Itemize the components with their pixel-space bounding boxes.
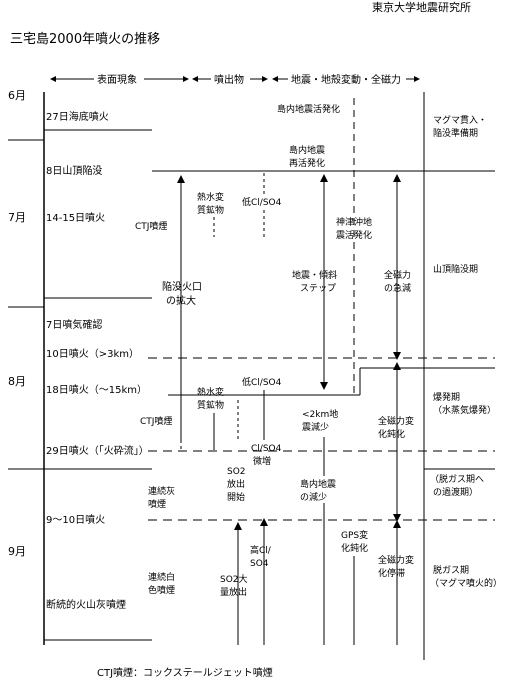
geo-gps-l1: GPS変 [341,529,368,541]
svg-text:噴出物: 噴出物 [214,73,244,86]
note-ash-l2: 噴煙 [148,498,166,510]
stage-1-l1: マグマ貫入・ [433,114,487,126]
geo-step-l1: 地震・傾斜 [292,269,337,281]
stage-2: 山頂陥没期 [433,263,478,275]
geo-mag-drop-l1: 全磁力 [384,269,411,281]
ejecta-hydro1-l2: 質鉱物 [197,204,224,216]
geo-gps-l2: 化鈍化 [341,542,368,554]
note-crater-l1: 陥没火口 [162,280,202,293]
ejecta-hydro2-l1: 熱水変 [197,386,224,398]
ejecta-so2big-l2: 量放出 [220,586,247,598]
event-aug18-eruption: 18日噴火（～15km） [46,384,147,396]
event-intermittent-ash: 断続的火山灰噴煙 [46,598,126,611]
ejecta-hydro2-l2: 質鉱物 [197,399,224,411]
stage-5-l1: 脱ガス期 [433,564,469,576]
geo-depth-l1: <2km地 [302,408,338,420]
geo-quake-active: 島内地震活発化 [277,103,340,115]
geo-step-l2: ステップ [300,283,336,294]
column-header-geophysics: 地震・地殻変動・全磁力 [272,73,420,86]
month-jul: 7月 [8,211,26,224]
geo-quake-decrease-l2: の減少 [300,491,327,503]
event-aug29-eruption: 29日噴火（「火砕流」） [46,444,149,457]
stage-3-l2: （水蒸気爆発） [433,404,496,416]
stage-5-l2: （マグマ噴火的） [430,577,502,589]
ejecta-lowcl2: 低Cl/SO4 [242,376,282,388]
institution-label: 東京大学地震研究所 [372,0,471,14]
ejecta-so2big-l1: SO2大 [220,573,248,585]
stage-4-l2: の過渡期） [433,486,478,498]
ejecta-so2-l2: 放出 [227,478,245,490]
month-sep: 9月 [8,545,26,558]
ejecta-highcl-l2: SO4 [250,559,269,569]
event-aug10-eruption: 10日噴火（>3km） [46,348,139,360]
geo-quake-decrease-l1: 島内地震 [300,478,336,490]
geo-requake-l2: 再活発化 [289,157,325,169]
column-header-ejecta: 噴出物 [192,73,268,86]
ejecta-hydro1-l1: 熱水変 [197,191,224,203]
geo-mag-slow-l1: 全磁力変 [378,415,414,427]
geo-requake-l1: 島内地震 [289,144,325,156]
ejecta-cl-increase-l2: 微増 [253,455,271,467]
stage-4-l1: （脱ガス期へ [430,473,484,485]
svg-text:地震・地殻変動・全磁力: 地震・地殻変動・全磁力 [291,73,401,86]
stage-3-l1: 爆発期 [433,391,460,403]
event-sep9-eruption: 9～10日噴火 [46,514,105,526]
ejecta-cl-increase-l1: Cl/SO4 [251,444,282,454]
ejecta-highcl-l1: 高Cl/ [250,544,272,556]
ejecta-so2-l1: SO2 [227,467,246,477]
event-jun27-submarine: 27日海底噴火 [46,110,109,123]
note-white-l2: 色噴煙 [148,584,175,596]
ejecta-lowcl1: 低Cl/SO4 [242,196,282,208]
geo-mag-slow-l2: 化鈍化 [378,428,405,440]
note-ash-l1: 連続灰 [148,485,175,497]
geo-mag-stop-l2: 化停滞 [378,567,405,579]
month-jun: 6月 [8,89,26,102]
note-ctj-plume-2: CTJ噴煙 [140,415,172,427]
event-jul8-collapse: 8日山頂陥没 [46,164,102,177]
month-aug: 8月 [8,375,26,388]
geo-depth-l2: 震減少 [302,421,329,433]
geo-kozu-l1: 神津沖地 [336,216,372,228]
footnote-ctj: CTJ噴煙：コックステールジェット噴煙 [97,667,273,679]
stage-1-l2: 陥没準備期 [433,127,478,139]
event-jul14-eruption: 14-15日噴火 [46,212,105,224]
note-white-l1: 連続白 [148,571,175,583]
note-ctj-plume-1: CTJ噴煙 [135,220,167,232]
geo-mag-drop-l2: の急減 [384,282,411,294]
diagram-title: 三宅島2000年噴火の推移 [10,32,160,47]
event-aug7-fumarole: 7日噴気確認 [46,318,102,331]
svg-text:表面現象: 表面現象 [97,73,137,86]
geo-kozu-l2: 震活発化 [336,229,372,241]
geo-mag-stop-l1: 全磁力変 [378,554,414,566]
column-header-surface: 表面現象 [50,73,189,86]
ejecta-so2-l3: 開始 [227,491,245,503]
